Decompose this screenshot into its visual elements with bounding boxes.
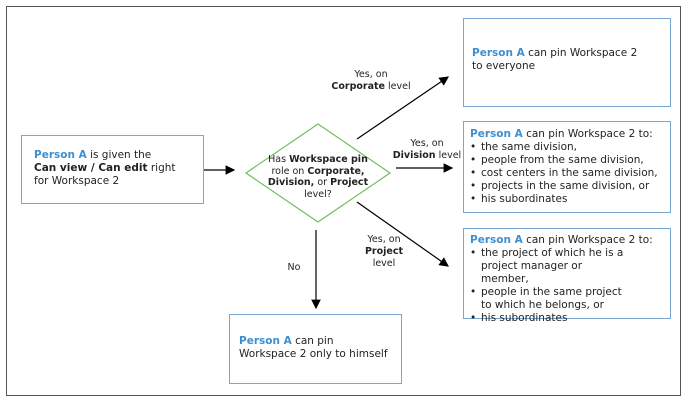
edge-project-yes: Yes, on (367, 234, 401, 245)
edge-division-yes: Yes, on (410, 138, 444, 149)
diagram-frame (6, 6, 681, 396)
self-result-box: Person A can pin Workspace 2 only to him… (229, 314, 402, 384)
division-item: projects in the same division, or (470, 180, 666, 193)
self-text-2: Workspace 2 only to himself (239, 348, 388, 360)
edge-corporate-yes: Yes, on (354, 69, 388, 80)
project-item: the project of which he is a project man… (470, 247, 630, 286)
decision-line-end: level? (304, 188, 332, 200)
edge-label-corporate: Yes, on Corporate level (330, 69, 412, 93)
self-person: Person A (239, 335, 292, 347)
edge-corporate-level-name: Corporate (331, 81, 385, 92)
project-item: his subordinates (470, 312, 630, 325)
arrow-to-corporate (356, 76, 449, 140)
edge-division-level-name: Division (392, 150, 436, 161)
corporate-text-1: can pin Workspace 2 (528, 47, 638, 59)
division-item: the same division, (470, 141, 666, 154)
division-item: his subordinates (470, 193, 666, 206)
project-list: the project of which he is a project man… (470, 247, 630, 325)
edge-label-no: No (287, 262, 301, 273)
decision-text: Has Workspace pin role on Corporate, Div… (256, 154, 380, 200)
start-box: Person A is given the Can view / Can edi… (21, 135, 204, 204)
arrow-to-project (356, 201, 449, 267)
decision-corporate: Corporate, (307, 165, 365, 177)
start-rights: Can view / Can edit (34, 162, 148, 174)
division-list: the same division, people from the same … (470, 141, 666, 206)
corporate-text-2: to everyone (472, 60, 536, 72)
decision-division: Division, (267, 177, 315, 188)
corporate-person: Person A (472, 47, 525, 59)
decision-diamond (244, 123, 392, 223)
division-item: people from the same division, (470, 154, 666, 167)
project-person: Person A (470, 234, 523, 246)
project-item: people in the same project to which he b… (470, 286, 630, 312)
division-text: can pin Workspace 2 to: (526, 128, 653, 140)
self-text-1: can pin (295, 335, 334, 347)
decision-project: Project (330, 177, 369, 188)
division-item: cost centers in the same division, (470, 167, 666, 180)
division-result-box: Person A can pin Workspace 2 to: the sam… (463, 121, 671, 213)
division-person: Person A (470, 128, 523, 140)
decision-line-2a: role on (271, 165, 305, 177)
edge-label-division: Yes, on Division level (386, 138, 468, 162)
start-person: Person A (34, 149, 87, 161)
decision-or: or (317, 177, 328, 188)
decision-line-1a: Has (268, 154, 287, 165)
edge-corporate-level: level (388, 81, 411, 92)
start-text-1: is given the (90, 149, 152, 161)
edge-division-level: level (438, 150, 462, 161)
project-result-box: Person A can pin Workspace 2 to: the pro… (463, 228, 671, 325)
start-text-2: right (150, 162, 176, 174)
edge-label-project: Yes, on Project level (352, 234, 416, 270)
edge-project-level-name: Project (364, 246, 404, 257)
start-text-3: for Workspace 2 (34, 175, 120, 187)
project-text: can pin Workspace 2 to: (526, 234, 653, 246)
decision-role: Workspace pin (289, 154, 368, 165)
edge-project-level: level (372, 258, 396, 269)
corporate-result-box: Person A can pin Workspace 2 to everyone (463, 18, 671, 107)
